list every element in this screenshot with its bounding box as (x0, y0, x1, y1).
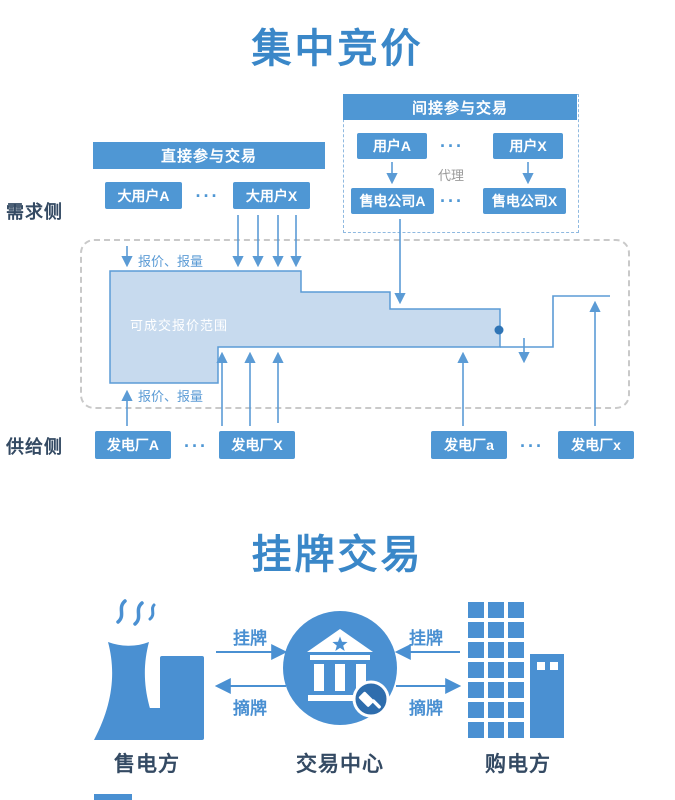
box-plant-a2: 发电厂a (431, 431, 507, 459)
quote-label-supply: 报价、报量 (138, 389, 204, 404)
demand-side-label: 需求侧 (6, 202, 63, 222)
market-frame (80, 239, 630, 409)
listing-arrows (214, 644, 462, 694)
quote-label-demand: 报价、报量 (138, 254, 204, 269)
indirect-header: 间接参与交易 (343, 94, 577, 120)
agent-label: 代理 (438, 168, 465, 183)
direct-header: 直接参与交易 (93, 142, 325, 169)
star-icon (332, 636, 348, 651)
dots-plants-left: ··· (184, 436, 208, 456)
delist-label-right: 摘牌 (409, 699, 443, 718)
gavel-badge (352, 680, 390, 718)
buyer-label: 购电方 (485, 753, 551, 776)
list-label-left: 挂牌 (233, 629, 267, 648)
dots-plants-right: ··· (520, 436, 544, 456)
buyer-building-icon (468, 602, 564, 738)
box-user-x: 用户X (493, 133, 563, 159)
seller-label: 售电方 (114, 753, 180, 776)
cropped-bottom-element (94, 794, 132, 800)
box-large-user-a: 大用户A (105, 182, 182, 209)
dots-companies: ··· (440, 191, 464, 211)
box-large-user-x: 大用户X (233, 182, 310, 209)
trading-center-icon (283, 611, 397, 725)
delist-label-left: 摘牌 (233, 699, 267, 718)
dots-users: ··· (440, 136, 464, 156)
power-plant-icon (94, 599, 204, 740)
center-label: 交易中心 (296, 753, 384, 776)
box-company-x: 售电公司X (483, 188, 566, 214)
bidding-title: 集中竞价 (251, 27, 424, 71)
box-plant-x: 发电厂X (219, 431, 295, 459)
supply-side-label: 供给侧 (6, 437, 63, 457)
listing-title: 挂牌交易 (251, 533, 424, 577)
dots-large-users: ··· (195, 186, 220, 206)
list-label-right: 挂牌 (409, 629, 443, 648)
box-plant-x2: 发电厂x (558, 431, 634, 459)
range-label: 可成交报价范围 (130, 318, 229, 333)
gavel-icon (358, 691, 381, 709)
box-plant-a: 发电厂A (95, 431, 171, 459)
box-user-a: 用户A (357, 133, 427, 159)
box-company-a: 售电公司A (351, 188, 434, 214)
